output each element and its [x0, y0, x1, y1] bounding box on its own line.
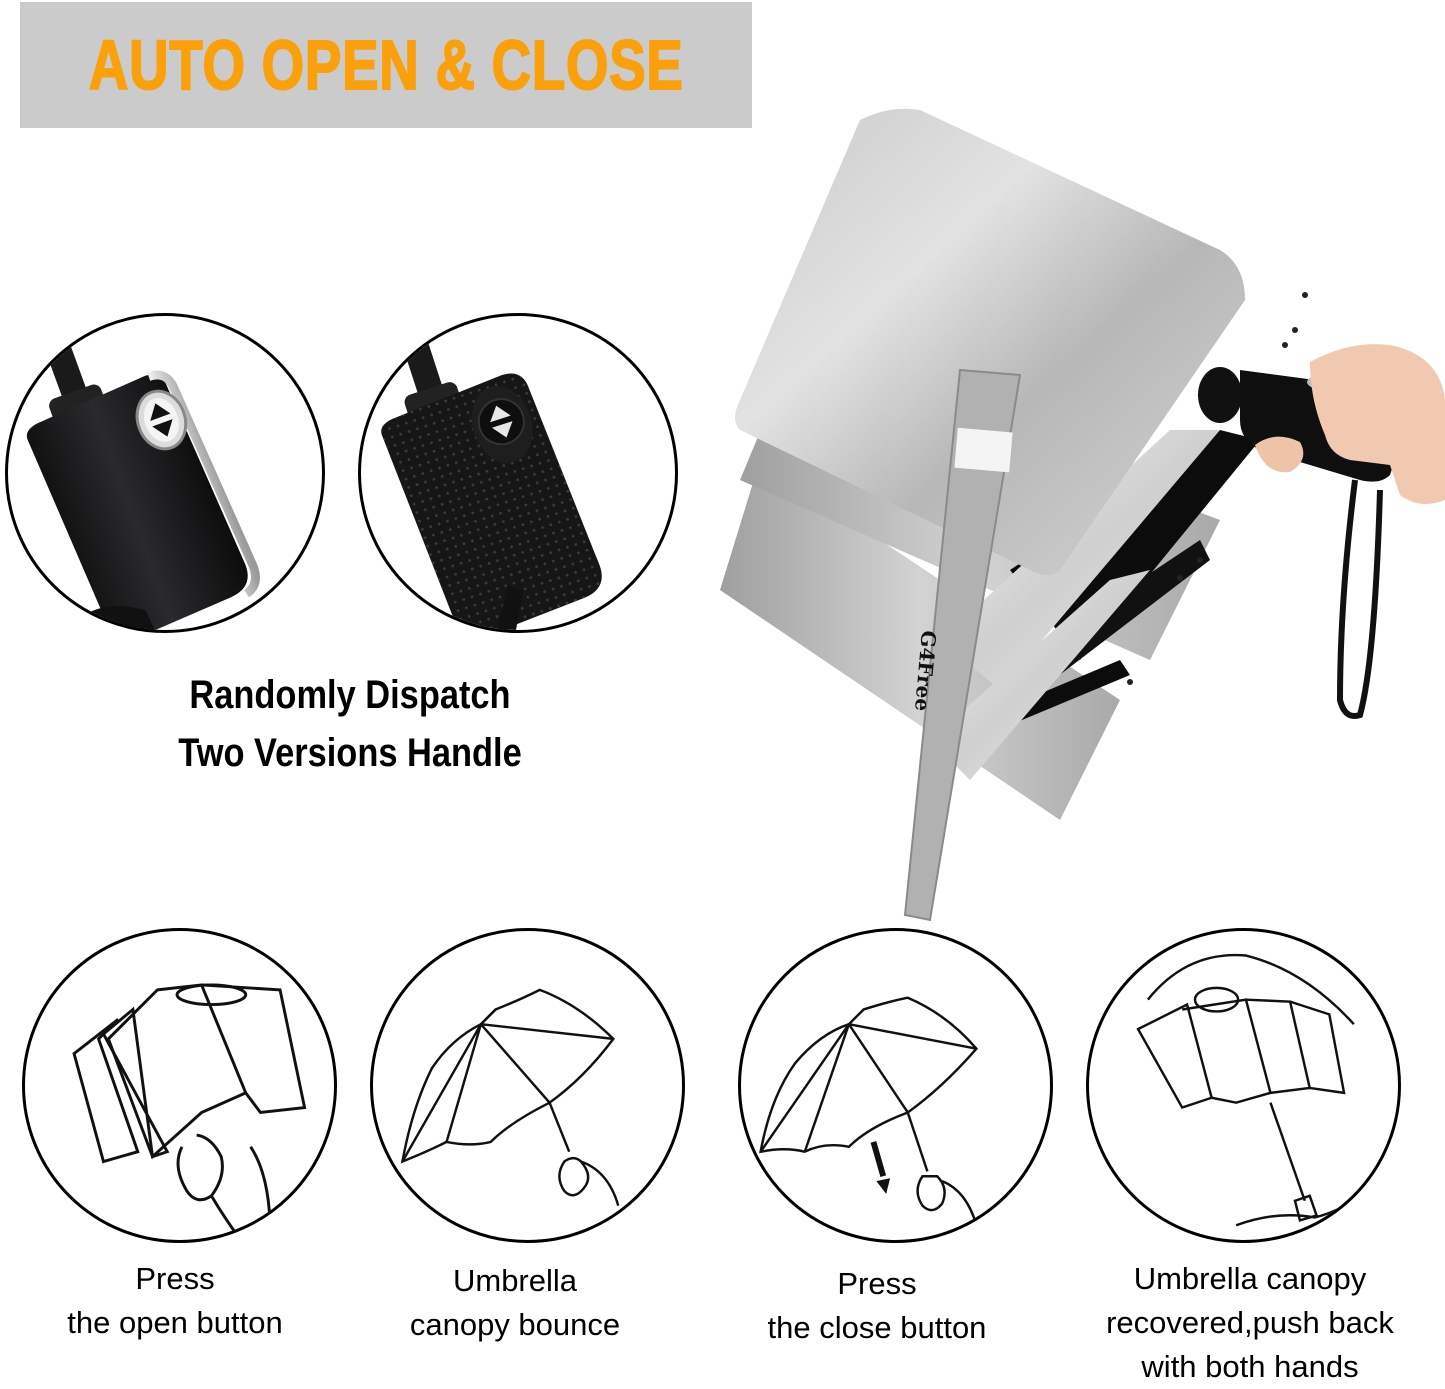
step-1-line1: Press — [135, 1261, 215, 1296]
step-3-line2: the close button — [767, 1310, 987, 1345]
step-2-image — [370, 928, 685, 1243]
step-4-line2: recovered,push back — [1106, 1305, 1394, 1340]
step-3-line1: Press — [837, 1266, 917, 1301]
handle-version-smooth-image — [5, 313, 325, 633]
step-1-image — [22, 928, 337, 1243]
handle-caption-line2: Two Versions Handle — [178, 731, 522, 775]
silver-umbrella-icon: G4Free — [720, 108, 1445, 922]
step-2-line1: Umbrella — [452, 1263, 578, 1298]
step-3-label: Press the close button — [722, 1262, 1032, 1350]
closed-umbrella-push-icon — [1136, 953, 1375, 1227]
folded-umbrella-product-image: G4Free — [700, 100, 1445, 930]
step-2-line2: canopy bounce — [409, 1307, 621, 1342]
open-umbrella-icon — [400, 988, 620, 1207]
step-4-line1: Umbrella canopy — [1133, 1261, 1367, 1296]
folded-umbrella-hand-icon — [72, 983, 307, 1240]
umbrella-handle-icon — [381, 329, 602, 630]
step-1-label: Press the open button — [20, 1257, 330, 1345]
step-4-line3: with both hands — [1141, 1349, 1359, 1384]
handle-version-textured-image — [358, 313, 678, 633]
step-3-image — [738, 928, 1053, 1243]
open-umbrella-arrow-down-icon — [759, 996, 979, 1226]
banner-title: AUTO OPEN & CLOSE — [88, 25, 684, 105]
step-1-line2: the open button — [67, 1305, 283, 1340]
step-4-image — [1086, 928, 1401, 1243]
umbrella-handle-icon — [26, 333, 260, 630]
step-2-label: Umbrella canopy bounce — [360, 1259, 670, 1347]
handle-caption-line1: Randomly Dispatch — [189, 673, 511, 717]
step-4-label: Umbrella canopy recovered,push back with… — [1070, 1257, 1430, 1389]
title-banner: AUTO OPEN & CLOSE — [20, 2, 752, 128]
